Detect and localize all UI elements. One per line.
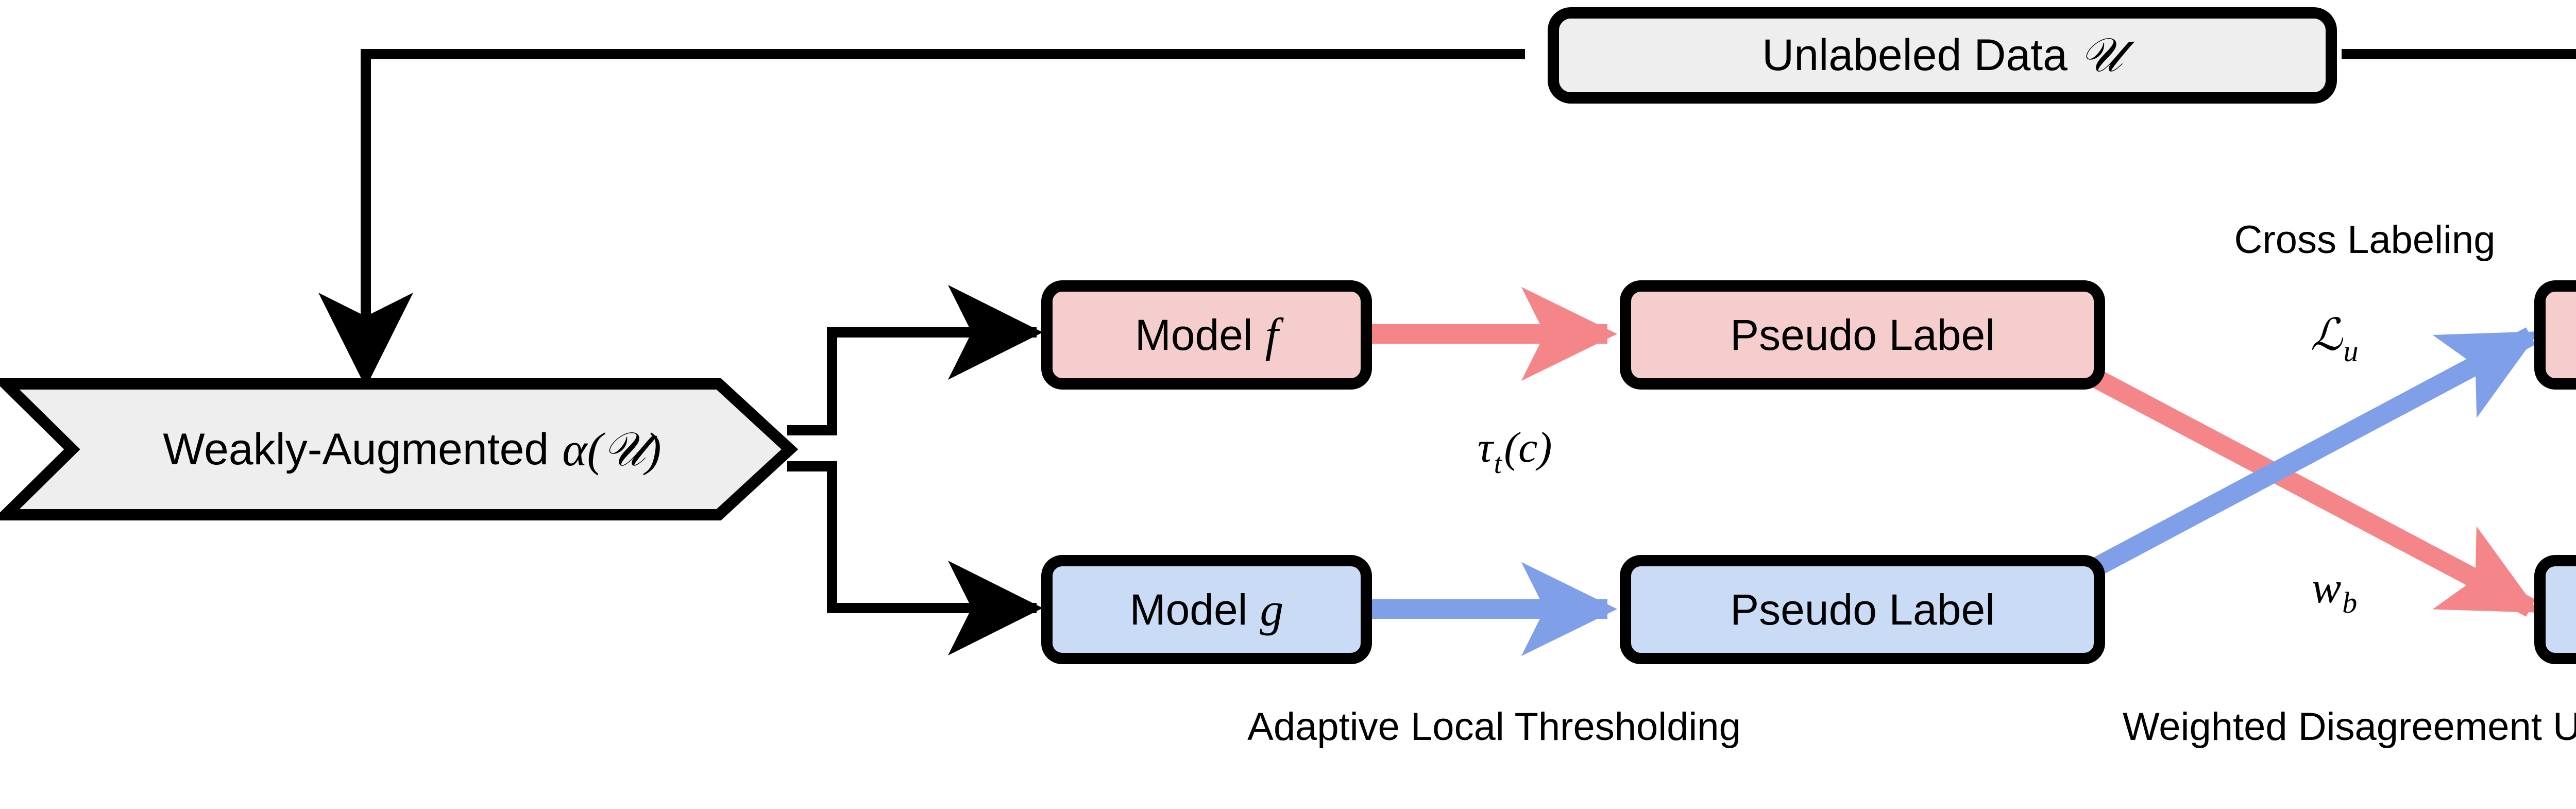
pseudo-label-bottom-text: Pseudo Label: [1730, 585, 1995, 634]
model-g-left-label: Model g: [1047, 561, 1366, 659]
loss-u-subscript: u: [2343, 334, 2359, 368]
model-g-right-label: Model g: [2540, 561, 2576, 659]
edge-weak-to-model-f: [787, 285, 1043, 435]
weight-b-symbol: w: [2311, 563, 2342, 612]
edge-pseudo-bottom-to-model-f-right: [2092, 327, 2539, 576]
model-f-left-symbol: f: [1265, 309, 1279, 361]
node-model-g-left[interactable]: [1041, 555, 1372, 664]
loss-u-annotation: ℒ u: [2231, 309, 2437, 386]
pseudo-label-bottom-label: Pseudo Label: [1625, 561, 2099, 659]
tau-symbol: τ: [1477, 424, 1493, 471]
edge-pseudo-top-to-model-g-right: [2092, 370, 2539, 617]
model-f-left-text: Model: [1134, 310, 1253, 359]
node-pseudo-label-top[interactable]: [1620, 280, 2105, 390]
weight-b-annotation: w b: [2231, 562, 2437, 639]
weighted-disagreement-update-text: Weighted Disagreement Update: [2122, 704, 2576, 749]
model-f-right-label: Model f: [2540, 286, 2576, 384]
weakly-augmented-text: Weakly-Augmented: [163, 425, 549, 474]
weakly-augmented-label: Weakly-Augmented α(𝒰): [72, 407, 752, 492]
node-model-g-right[interactable]: [2534, 555, 2576, 664]
unlabeled-data-symbol: 𝒰: [2080, 28, 2123, 81]
node-unlabeled-data[interactable]: [1548, 7, 2337, 104]
node-model-f-left[interactable]: [1041, 280, 1372, 390]
edge-weak-to-model-g: [787, 461, 1043, 655]
tau-argument: (c): [1504, 424, 1552, 471]
pseudo-label-top-label: Pseudo Label: [1625, 286, 2099, 384]
pseudo-label-top-text: Pseudo Label: [1730, 310, 1995, 359]
tau-annotation: τ t (c): [1365, 423, 1664, 505]
adaptive-local-thresholding-annotation: Adaptive Local Thresholding: [1108, 698, 1880, 755]
node-pseudo-label-bottom[interactable]: [1620, 555, 2105, 664]
weighted-disagreement-update-annotation: Weighted Disagreement Update: [1963, 698, 2576, 755]
unlabeled-data-label: Unlabeled Data 𝒰: [1553, 13, 2331, 98]
unlabeled-data-text: Unlabeled Data: [1762, 30, 2068, 80]
weight-b-subscript: b: [2342, 586, 2358, 619]
node-weakly-augmented[interactable]: [0, 378, 799, 520]
loss-u-symbol: ℒ: [2310, 310, 2343, 360]
edge-unlabeled-to-weak: [318, 49, 1525, 387]
model-g-left-symbol: g: [1260, 583, 1284, 636]
adaptive-local-thresholding-text: Adaptive Local Thresholding: [1247, 704, 1741, 749]
tau-subscript: t: [1494, 448, 1502, 480]
node-model-f-right[interactable]: [2534, 280, 2576, 390]
cross-labeling-text: Cross Labeling: [2234, 217, 2496, 262]
model-g-left-text: Model: [1129, 585, 1248, 634]
cross-labeling-annotation: Cross Labeling: [2117, 214, 2576, 265]
weakly-augmented-symbol: α(𝒰): [562, 423, 662, 476]
model-f-left-label: Model f: [1047, 286, 1366, 384]
